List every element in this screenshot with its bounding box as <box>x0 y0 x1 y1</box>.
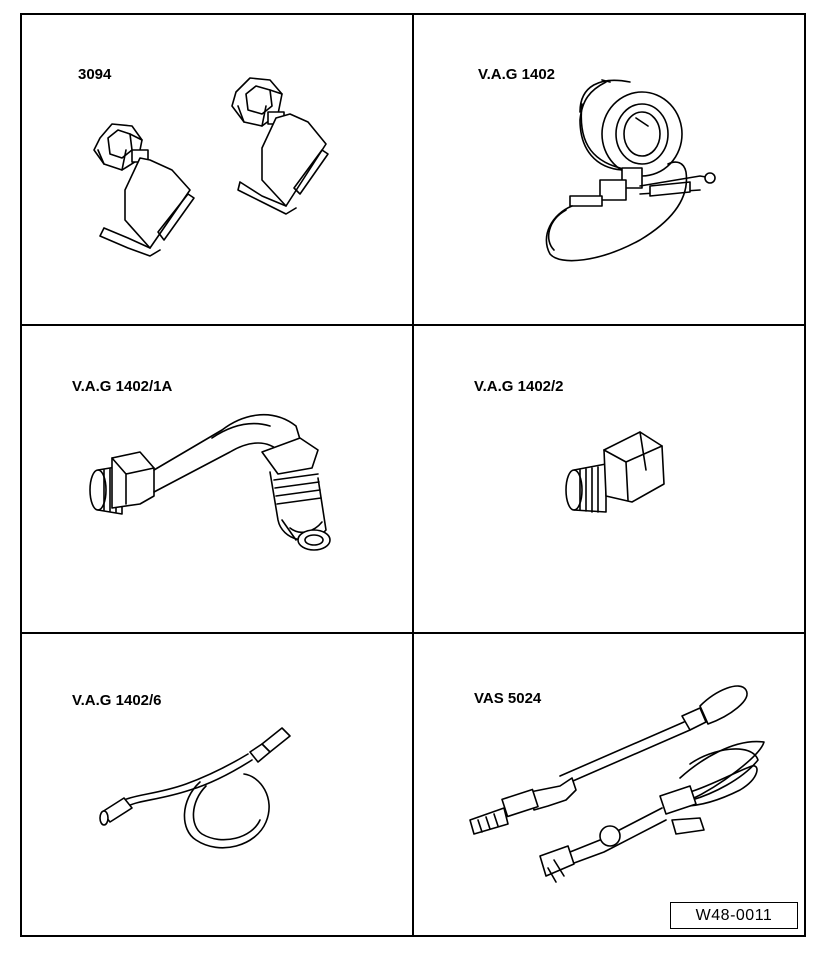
angled-adapter-icon <box>90 415 330 550</box>
row-divider-1 <box>22 324 804 326</box>
tool-label-vas-5024: VAS 5024 <box>474 690 542 707</box>
tool-label-vag-1402: V.A.G 1402 <box>478 66 555 83</box>
flexible-hose-icon <box>100 728 290 848</box>
pressure-gauge-icon <box>546 80 715 261</box>
tool-label-3094: 3094 <box>78 66 112 83</box>
tool-label-vag-1402-6: V.A.G 1402/6 <box>72 692 162 709</box>
hose-clamp-pair-icon <box>94 78 328 256</box>
threaded-adapter-icon <box>566 432 664 512</box>
tool-sheet <box>20 13 806 937</box>
hose-clip-pliers-icon <box>470 686 764 882</box>
tool-label-vag-1402-2: V.A.G 1402/2 <box>474 378 564 395</box>
column-divider <box>412 15 414 935</box>
figure-reference-box: W48-0011 <box>670 902 798 929</box>
tool-label-vag-1402-1a: V.A.G 1402/1A <box>72 378 173 395</box>
row-divider-2 <box>22 632 804 634</box>
